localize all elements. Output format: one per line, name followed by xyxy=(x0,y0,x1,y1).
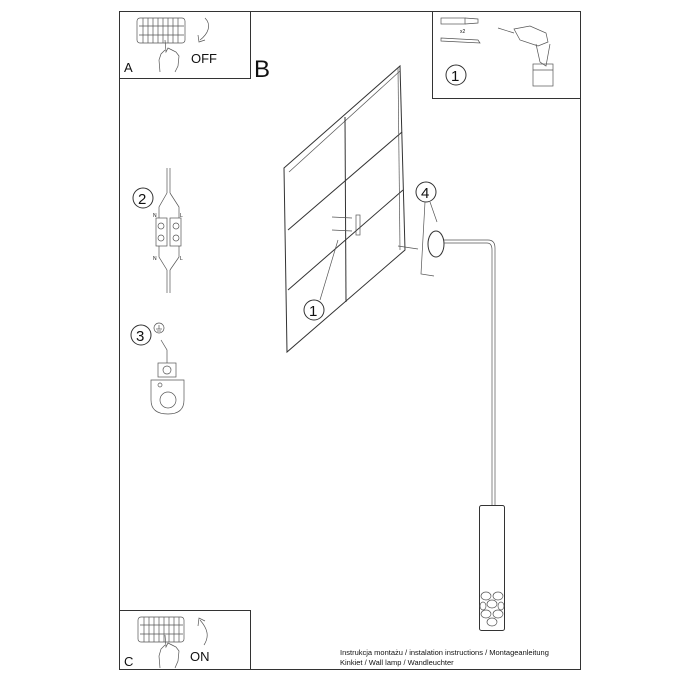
ground-terminal-icon xyxy=(150,339,185,415)
panel-b-letter: B xyxy=(254,56,270,83)
wall-bracket xyxy=(331,214,419,250)
canopy xyxy=(427,230,445,258)
wall-panel xyxy=(283,64,406,354)
footer-product: Kinkiet / Wall lamp / Wandleuchter xyxy=(340,658,454,667)
shade-pattern xyxy=(479,591,505,627)
panel-c-letter: C xyxy=(124,654,133,669)
wiring-step-number: 2 xyxy=(138,191,146,208)
tools-box: x2 1 xyxy=(432,11,581,99)
arrow-down-icon xyxy=(197,17,209,43)
hand-icon xyxy=(158,634,180,669)
hand-icon xyxy=(158,39,180,73)
neutral-label-bottom: N xyxy=(153,256,157,262)
lamp xyxy=(427,230,505,631)
ground-icon xyxy=(153,322,165,334)
lamp-arm xyxy=(444,239,496,505)
circuit-breaker-icon xyxy=(137,616,185,643)
lamp-shade xyxy=(479,505,505,631)
drill-icon xyxy=(497,25,554,87)
live-label-top: L xyxy=(180,213,183,219)
panel-a: A OFF xyxy=(119,11,251,79)
off-label: OFF xyxy=(191,51,217,66)
panel-c: C ON xyxy=(119,610,251,670)
wall-plug-icon xyxy=(440,17,479,25)
circuit-breaker-icon xyxy=(136,17,186,44)
live-label-bottom: L xyxy=(180,256,183,262)
arrow-up-icon xyxy=(197,617,208,646)
quantity-label: x2 xyxy=(460,29,466,35)
terminal-block-icon xyxy=(155,168,182,293)
outer-frame xyxy=(119,11,581,670)
screw-icon xyxy=(440,37,481,44)
neutral-label-top: N xyxy=(153,213,157,219)
panel-a-letter: A xyxy=(124,60,133,75)
on-label: ON xyxy=(190,649,210,664)
tools-step-number: 1 xyxy=(451,68,459,85)
footer-instructions: Instrukcja montażu / instalation instruc… xyxy=(340,648,549,657)
wall-step-number: 1 xyxy=(309,303,317,320)
ground-step-number: 3 xyxy=(136,328,144,345)
mount-step-number: 4 xyxy=(421,185,429,202)
